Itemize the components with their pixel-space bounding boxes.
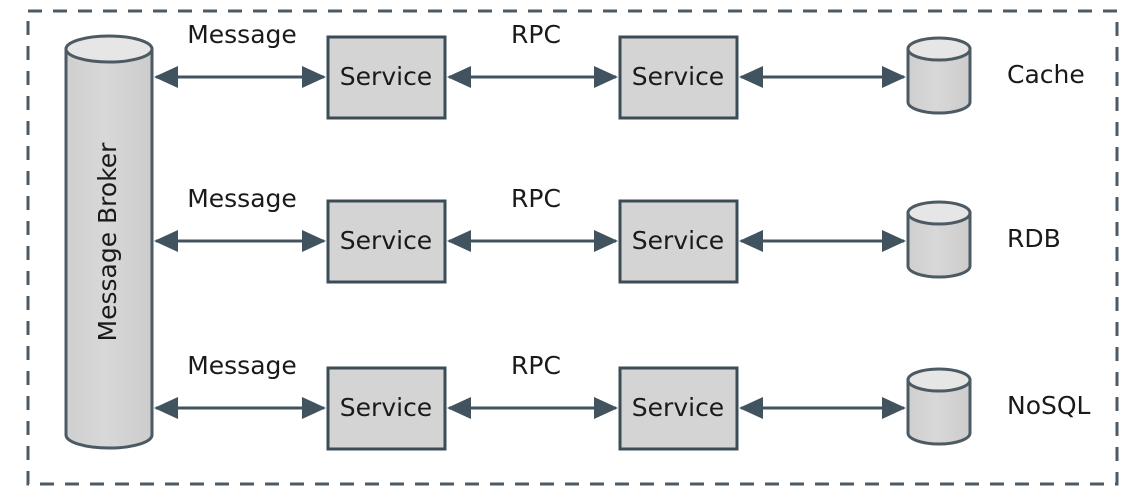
service-box-3a[interactable] — [326, 366, 447, 451]
store-label-rdb: RDB — [1007, 224, 1061, 253]
edge-label-message-3: Message — [187, 351, 297, 380]
cache-cylinder-body — [906, 47, 972, 115]
service-label-2b: Service — [632, 226, 724, 255]
service-box-2a[interactable] — [326, 199, 447, 284]
service-box-1b[interactable] — [618, 35, 739, 120]
rdb-cylinder-body — [906, 211, 972, 279]
row-cache: Message Service RPC Service Cache — [154, 20, 1085, 120]
message-broker-label: Message Broker — [93, 142, 122, 342]
cache-cylinder-top — [906, 36, 972, 62]
message-broker-node[interactable]: Message Broker — [64, 34, 154, 450]
store-label-nosql: NoSQL — [1007, 391, 1091, 420]
edge-label-message-1: Message — [187, 20, 297, 49]
rdb-cylinder-top — [906, 200, 972, 226]
broker-cylinder-body — [64, 47, 154, 450]
nosql-cylinder-top — [906, 367, 972, 393]
service-label-3b: Service — [632, 393, 724, 422]
broker-cylinder-top — [64, 34, 154, 64]
service-label-1b: Service — [632, 62, 724, 91]
service-box-3b[interactable] — [618, 366, 739, 451]
nosql-cylinder-body — [906, 378, 972, 446]
service-label-3a: Service — [340, 393, 432, 422]
service-box-2b[interactable] — [618, 199, 739, 284]
store-nosql-node[interactable] — [906, 367, 972, 446]
edge-label-message-2: Message — [187, 184, 297, 213]
system-boundary — [26, 9, 1119, 486]
service-label-1a: Service — [340, 62, 432, 91]
row-nosql: Message Service RPC Service NoSQL — [154, 351, 1091, 451]
store-label-cache: Cache — [1007, 60, 1085, 89]
edge-label-rpc-2: RPC — [511, 184, 561, 213]
service-box-1a[interactable] — [326, 35, 447, 120]
edge-label-rpc-3: RPC — [511, 351, 561, 380]
service-label-2a: Service — [340, 226, 432, 255]
store-rdb-node[interactable] — [906, 200, 972, 279]
edge-label-rpc-1: RPC — [511, 20, 561, 49]
row-rdb: Message Service RPC Service RDB — [154, 184, 1061, 284]
store-cache-node[interactable] — [906, 36, 972, 115]
